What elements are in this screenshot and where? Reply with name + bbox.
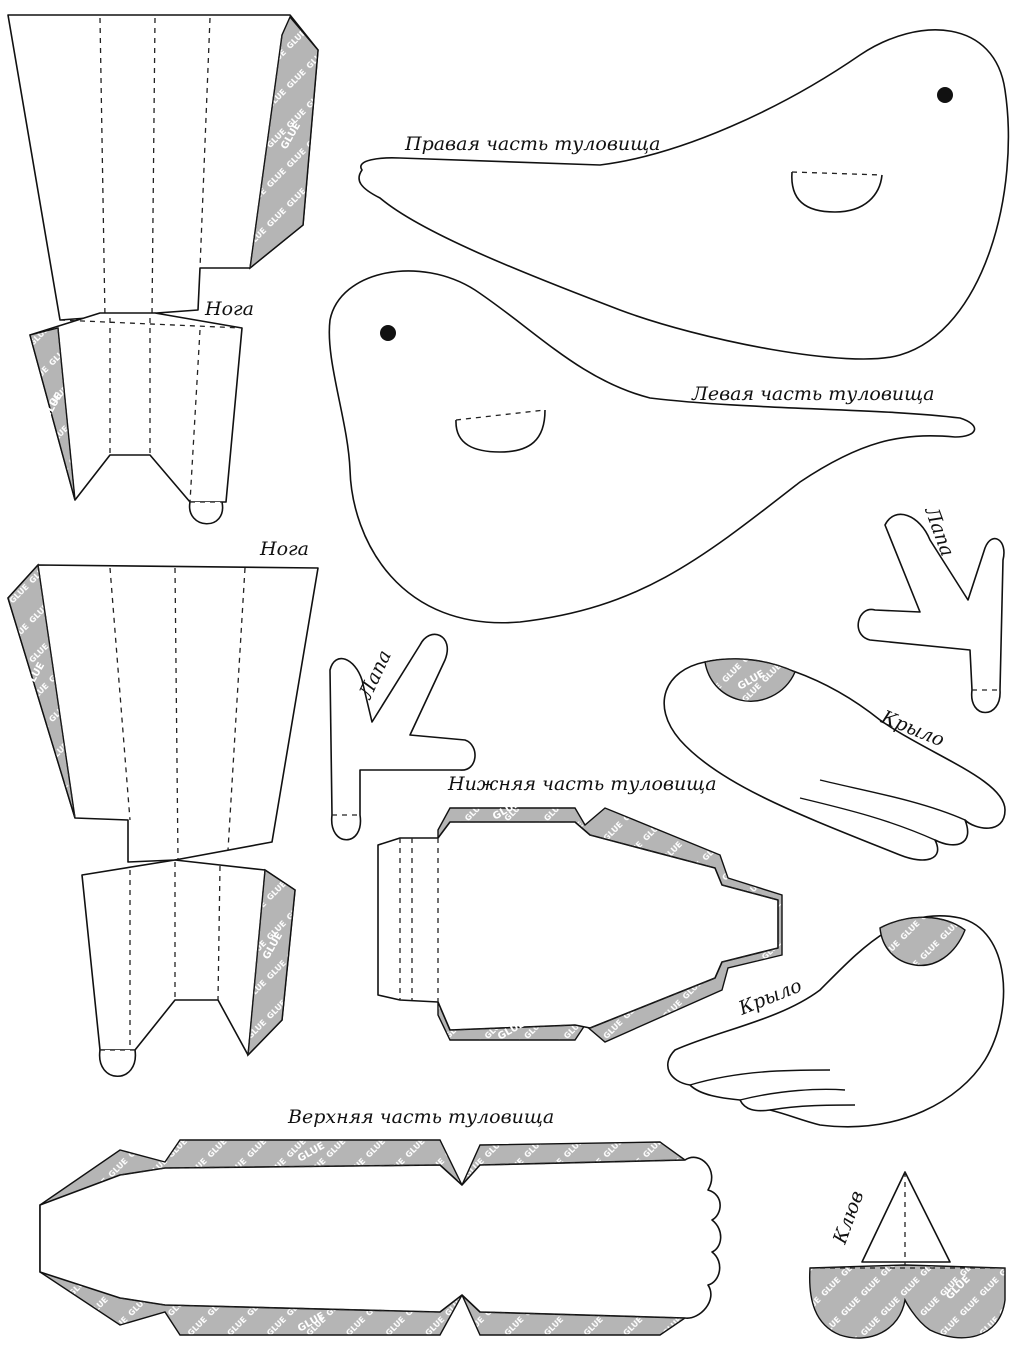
eye-icon [380,325,396,341]
leg-2-piece: Нога [7,538,319,1077]
paw-1-piece: Лапа [857,503,1005,714]
upper-body-piece: Верхняя часть туловища [39,1106,722,1336]
left-body-piece: Левая часть туловища [328,270,976,624]
right-body-label: Правая часть туловища [404,133,660,155]
right-body-piece: Правая часть туловища [358,29,1010,360]
left-body-label: Левая часть туловища [691,383,935,405]
leg-2-label: Нога [259,538,309,560]
beak-piece: Клюв [808,1171,1006,1339]
beak-label: Клюв [829,1188,869,1248]
lower-body-piece: Нижняя часть туловища [377,773,783,1043]
upper-body-label: Верхняя часть туловища [287,1106,554,1128]
leg-1-label: Нога [204,298,254,320]
leg-1-piece: Нога [7,14,319,525]
wing-1-piece: Крыло [663,658,1006,861]
eye-icon [937,87,953,103]
lower-body-label: Нижняя часть туловища [447,773,717,795]
